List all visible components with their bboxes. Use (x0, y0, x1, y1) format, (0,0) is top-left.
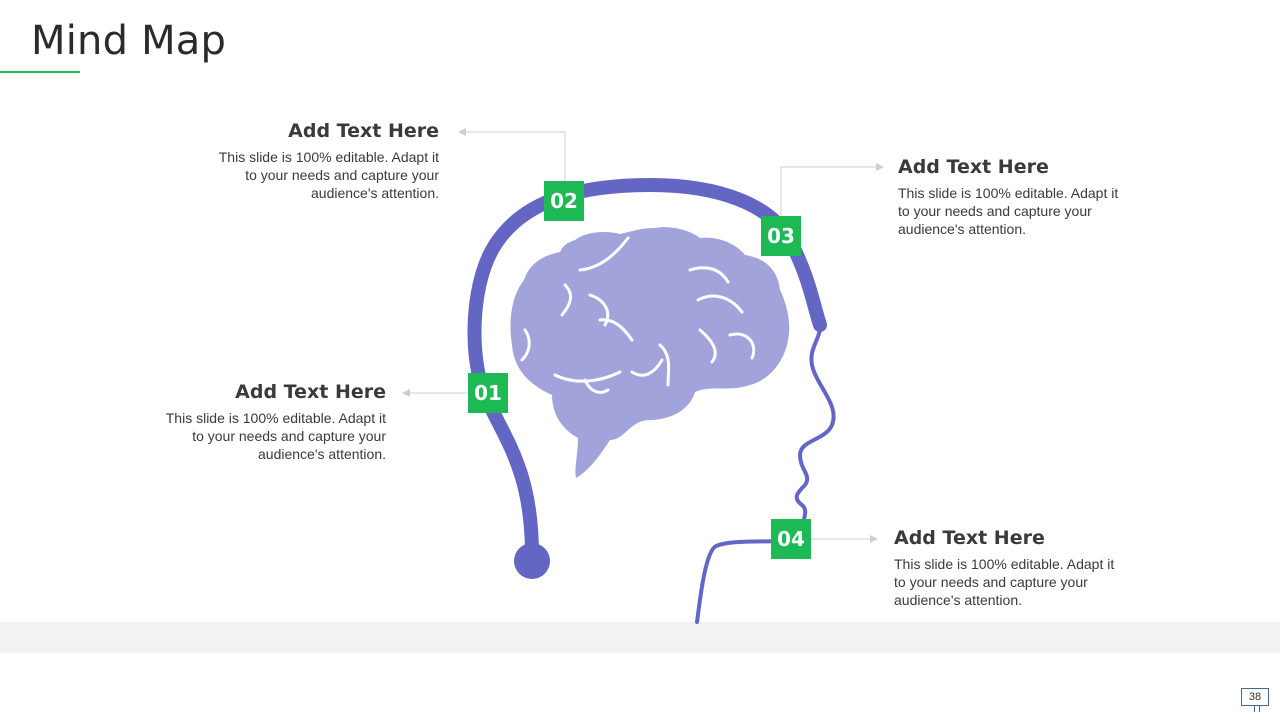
brain-icon (510, 227, 790, 478)
monitor-page-icon (1254, 706, 1260, 712)
node-body-02: This slide is 100% editable. Adapt it to… (218, 149, 439, 201)
node-badge-04[interactable]: 04 (771, 519, 811, 559)
node-heading-01: Add Text Here (235, 381, 386, 403)
head-arc-end (514, 543, 550, 579)
connector-03 (780, 166, 880, 217)
node-heading-02: Add Text Here (288, 120, 439, 142)
connector-02 (460, 131, 566, 182)
node-heading-04: Add Text Here (894, 527, 1045, 549)
footer-band (0, 622, 1280, 653)
title-underline (0, 71, 80, 73)
brain-shape (510, 227, 790, 478)
connector-lines (402, 128, 884, 543)
node-text-01: Add Text Here This slide is 100% editabl… (156, 381, 386, 463)
node-body-03: This slide is 100% editable. Adapt it to… (898, 185, 1119, 237)
connector-02-arrow (458, 128, 466, 136)
face-profile (695, 258, 836, 624)
connector-04-arrow (870, 535, 878, 543)
connector-03-arrow (876, 163, 884, 171)
node-body-04: This slide is 100% editable. Adapt it to… (894, 556, 1115, 608)
brain-folds (520, 236, 756, 394)
node-text-02: Add Text Here This slide is 100% editabl… (209, 120, 439, 202)
node-text-03: Add Text Here This slide is 100% editabl… (898, 156, 1128, 238)
node-badge-01[interactable]: 01 (468, 373, 508, 413)
node-body-01: This slide is 100% editable. Adapt it to… (165, 410, 386, 462)
connector-01-arrow (402, 389, 410, 397)
node-text-04: Add Text Here This slide is 100% editabl… (894, 527, 1124, 609)
node-badge-03[interactable]: 03 (761, 216, 801, 256)
node-heading-03: Add Text Here (898, 156, 1049, 178)
page-number: 38 (1241, 688, 1269, 706)
slide-title: Mind Map (31, 18, 227, 64)
node-badge-02[interactable]: 02 (544, 181, 584, 221)
